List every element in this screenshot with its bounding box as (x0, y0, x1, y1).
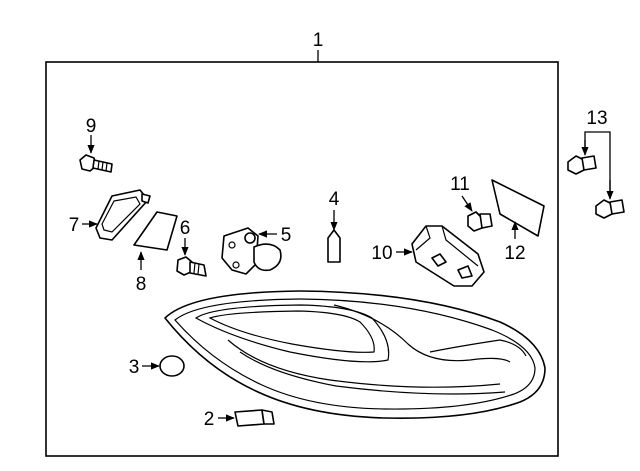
callout-8: 8 (136, 274, 147, 295)
pad-part-12 (491, 179, 545, 237)
tail-lamp-lens (164, 290, 546, 419)
callout-11: 11 (450, 174, 470, 195)
callout-3: 3 (129, 357, 140, 378)
callout-13: 13 (586, 108, 607, 129)
screw-part-9 (79, 154, 113, 173)
callout-6: 6 (180, 218, 191, 239)
callout-2: 2 (204, 409, 215, 430)
bulb-part-6 (176, 256, 207, 277)
callout-1: 1 (313, 30, 324, 51)
plug-part-3 (159, 355, 185, 377)
clip-part-2 (234, 409, 275, 427)
seal-pad-part-8 (133, 211, 178, 251)
callout-5: 5 (281, 225, 292, 246)
callout-11-leader (461, 195, 473, 212)
gasket-part-7 (95, 189, 151, 241)
callout-7: 7 (69, 215, 80, 236)
bracket-part-10 (411, 225, 485, 287)
callout-9: 9 (86, 116, 97, 137)
screw-part-13b (595, 199, 625, 219)
callout-12: 12 (504, 243, 525, 264)
assembly-frame (45, 61, 559, 457)
callout-10: 10 (371, 243, 392, 264)
grommet-part-11 (467, 211, 493, 232)
stud-part-4 (327, 229, 341, 263)
screw-part-13a (567, 155, 597, 175)
callout-4: 4 (329, 189, 340, 210)
socket-part-5 (221, 227, 282, 275)
